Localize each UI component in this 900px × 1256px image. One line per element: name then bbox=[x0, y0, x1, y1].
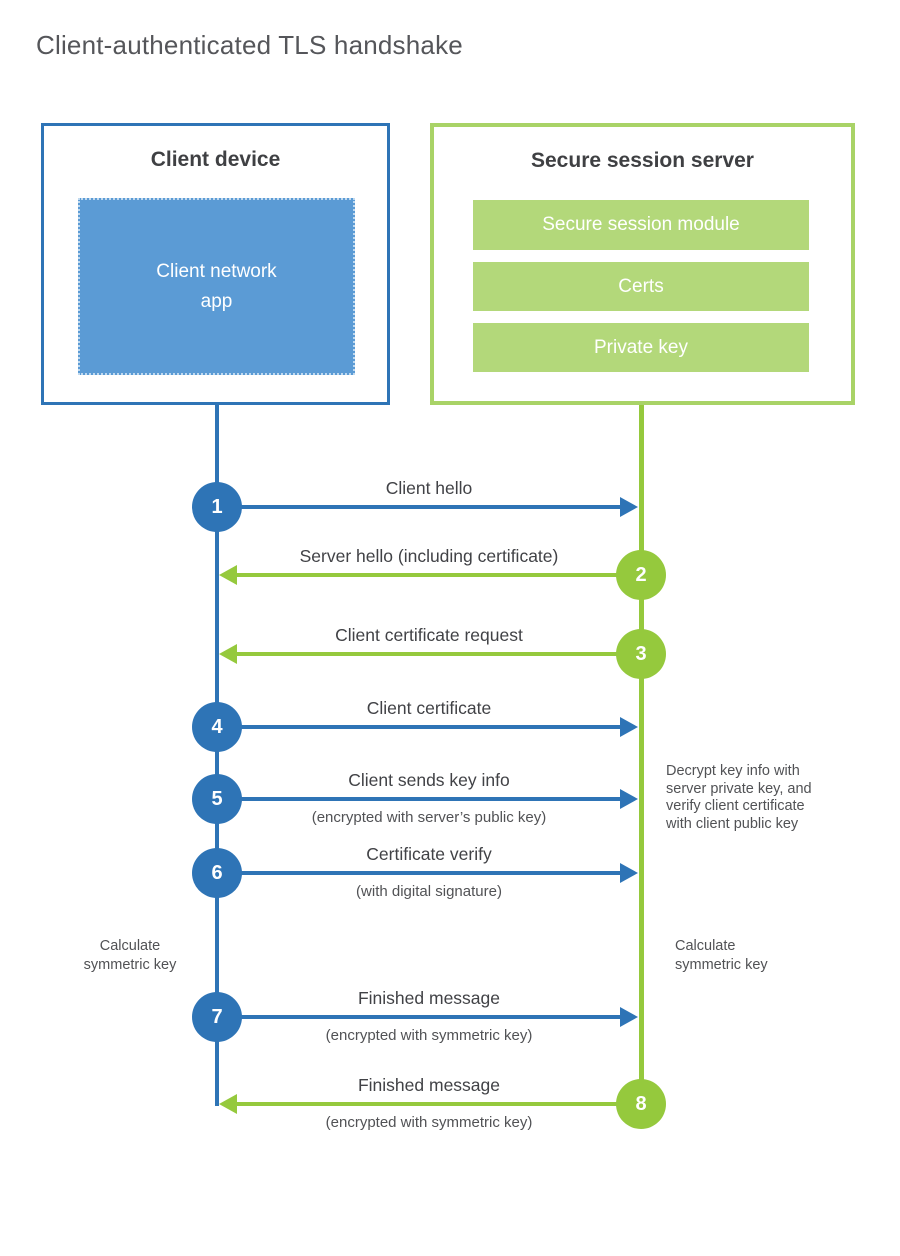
arrowhead-right-icon bbox=[620, 497, 638, 517]
message-arrow-6 bbox=[217, 871, 622, 875]
decrypt-note: Decrypt key info with server private key… bbox=[666, 763, 812, 832]
message-arrow-8 bbox=[237, 1102, 641, 1106]
calculate-symmetric-key-note-client: Calculate symmetric key bbox=[83, 938, 177, 973]
message-sublabel-5: (encrypted with server’s public key) bbox=[311, 809, 547, 826]
step-circle-3: 3 bbox=[616, 629, 666, 679]
step-circle-2: 2 bbox=[616, 550, 666, 600]
arrowhead-right-icon bbox=[620, 789, 638, 809]
step-number: 6 bbox=[211, 861, 223, 884]
message-label-6: Certificate verify bbox=[366, 844, 492, 864]
step-number: 7 bbox=[211, 1005, 223, 1028]
step-circle-7: 7 bbox=[192, 992, 242, 1042]
message-sublabel-6: (with digital signature) bbox=[356, 883, 502, 900]
client-network-app-box: Client network app bbox=[78, 198, 355, 375]
page-title: Client-authenticated TLS handshake bbox=[36, 30, 463, 60]
message-label-3: Client certificate request bbox=[335, 625, 523, 645]
step-number: 3 bbox=[635, 642, 647, 665]
step-circle-8: 8 bbox=[616, 1079, 666, 1129]
arrowhead-right-icon bbox=[620, 863, 638, 883]
step-number: 2 bbox=[635, 563, 647, 586]
message-arrow-1 bbox=[217, 505, 622, 509]
message-arrow-7 bbox=[217, 1015, 622, 1019]
server-module-private-key: Private key bbox=[473, 323, 809, 372]
calculate-symmetric-key-note-server: Calculate symmetric key bbox=[675, 938, 768, 973]
step-circle-6: 6 bbox=[192, 848, 242, 898]
server-module-certs: Certs bbox=[473, 262, 809, 311]
message-sublabel-7: (encrypted with symmetric key) bbox=[325, 1027, 533, 1044]
message-label-5: Client sends key info bbox=[348, 770, 510, 790]
message-label-4: Client certificate bbox=[366, 698, 492, 718]
client-device-title: Client device bbox=[150, 148, 281, 171]
arrowhead-left-icon bbox=[219, 644, 237, 664]
message-label-7: Finished message bbox=[357, 988, 501, 1008]
step-circle-4: 4 bbox=[192, 702, 242, 752]
server-lifeline bbox=[639, 405, 644, 1104]
server-module-secure-session: Secure session module bbox=[473, 200, 809, 250]
client-lifeline bbox=[215, 405, 219, 1106]
arrowhead-left-icon bbox=[219, 565, 237, 585]
secure-session-server-title: Secure session server bbox=[531, 149, 754, 172]
step-circle-1: 1 bbox=[192, 482, 242, 532]
message-label-8: Finished message bbox=[357, 1075, 501, 1095]
step-number: 4 bbox=[211, 715, 223, 738]
arrowhead-right-icon bbox=[620, 717, 638, 737]
message-arrow-2 bbox=[237, 573, 641, 577]
step-number: 8 bbox=[635, 1092, 647, 1115]
arrowhead-left-icon bbox=[219, 1094, 237, 1114]
step-number: 1 bbox=[211, 495, 223, 518]
message-label-2: Server hello (including certificate) bbox=[299, 546, 559, 566]
message-arrow-5 bbox=[217, 797, 622, 801]
arrowhead-right-icon bbox=[620, 1007, 638, 1027]
step-number: 5 bbox=[211, 787, 223, 810]
message-sublabel-8: (encrypted with symmetric key) bbox=[325, 1114, 533, 1131]
message-arrow-4 bbox=[217, 725, 622, 729]
message-arrow-3 bbox=[237, 652, 641, 656]
message-label-1: Client hello bbox=[385, 478, 473, 498]
step-circle-5: 5 bbox=[192, 774, 242, 824]
